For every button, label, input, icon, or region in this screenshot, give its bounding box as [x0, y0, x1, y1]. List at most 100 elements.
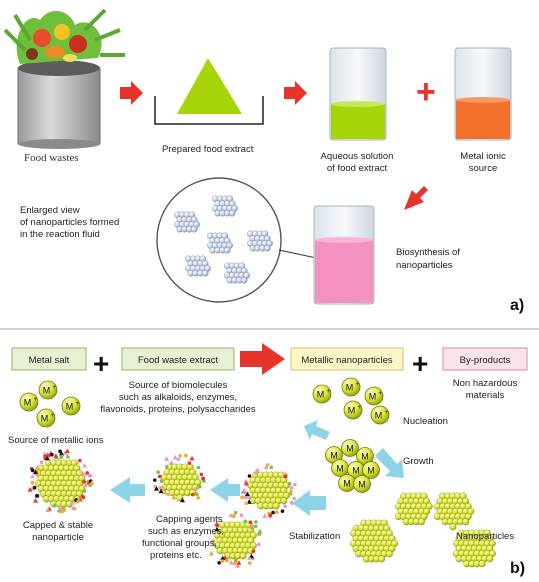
- capping-agent-molecule: [292, 496, 296, 501]
- biomolecules-label-line2: such as alkaloids, enzymes,: [119, 392, 237, 403]
- capping-agent-molecule: [268, 514, 272, 518]
- capping-agent-molecule: [254, 520, 258, 524]
- capping-agent-molecule: [228, 560, 234, 565]
- capping-agent-molecule: [257, 532, 261, 536]
- plus-sign-b1: +: [93, 348, 109, 379]
- metal-atom: M: [338, 474, 356, 492]
- capping-agent-molecule: [243, 519, 248, 524]
- ion-symbol: M: [66, 402, 74, 412]
- metal-ion: M+: [61, 396, 81, 416]
- nanoparticle-cluster: [185, 255, 211, 277]
- capping-agent-molecule: [33, 498, 39, 503]
- arrow-to-nucleation-cluster: [304, 420, 330, 440]
- capping-agent-molecule: [225, 558, 229, 563]
- atom-symbol: M: [367, 466, 375, 476]
- atom-symbol: M: [343, 479, 351, 489]
- nucleation-label: Nucleation: [403, 416, 448, 427]
- capping-agent-molecule: [27, 487, 33, 492]
- aqueous-beaker-illustration: [329, 47, 387, 141]
- capping-agent-molecule: [162, 490, 168, 495]
- nanoparticle-cluster: [174, 211, 200, 233]
- capped-stable-label-line2: nanoparticle: [32, 532, 84, 543]
- atom-symbol: M: [336, 464, 344, 474]
- biosynthesis-label-line2: nanoparticles: [396, 260, 453, 271]
- metal-ion: M+: [364, 386, 384, 406]
- capping-agent-molecule: [239, 513, 244, 517]
- capped-stable-nanoparticle: [27, 448, 95, 514]
- metal-ion: M+: [38, 380, 58, 400]
- ion-charge: +: [327, 389, 331, 395]
- capping-agent-molecule: [152, 478, 157, 482]
- nanoparticles-label: Nanoparticles: [456, 531, 514, 542]
- capping-agent-molecule: [76, 499, 81, 504]
- capping-agent-molecule: [241, 488, 247, 493]
- capping-agent-molecule: [166, 492, 170, 497]
- grown-nanoparticle: [350, 519, 398, 563]
- capping-agent-molecule: [180, 497, 186, 503]
- capped-core: [35, 459, 86, 508]
- metal-ions-nucleation-group: M+M+M+M+M+: [312, 377, 390, 425]
- aqueous-solution-label-line2: of food extract: [327, 163, 388, 174]
- capping-agent-molecule: [289, 486, 294, 490]
- capping-agent-molecule: [88, 474, 93, 478]
- panel-b: Metal salt + Food waste extract Metallic…: [8, 343, 528, 577]
- enlarged-view-circle: [156, 177, 282, 303]
- capping-agent-molecule: [249, 522, 255, 528]
- capping-agent-molecule: [59, 450, 65, 456]
- capping-agent-molecule: [233, 561, 237, 566]
- non-hazardous-label-line2: materials: [466, 390, 505, 401]
- capping-agent-molecule: [243, 495, 248, 499]
- capping-agent-molecule: [32, 485, 37, 490]
- capping-agent-molecule: [196, 465, 201, 470]
- capping-agent-molecule: [82, 482, 88, 487]
- capping-agent-molecule: [220, 559, 225, 563]
- plus-sign-b2: +: [412, 348, 428, 379]
- ion-charge: +: [358, 405, 362, 411]
- ion-charge: +: [34, 397, 38, 403]
- capping-agent-molecule: [71, 506, 76, 511]
- arrow-to-growth: [375, 448, 404, 478]
- capping-agents-label-line2: such as enzymes,: [148, 526, 224, 537]
- by-products-label: By-products: [460, 355, 511, 366]
- grown-nanoparticle: [434, 492, 475, 531]
- enlarged-view-label-line2: of nanoparticles formed: [20, 217, 119, 228]
- ion-symbol: M: [317, 390, 325, 400]
- capping-agent-molecule: [283, 474, 288, 479]
- capping-agent-molecule: [199, 472, 204, 477]
- ion-charge: +: [76, 401, 80, 407]
- metal-atom: M: [331, 459, 349, 477]
- biomolecules-label-line3: flavonoids, proteins, polysaccharides: [100, 404, 256, 415]
- capping-agent-molecule: [82, 489, 87, 493]
- ion-symbol: M: [348, 406, 356, 416]
- capping-agent-molecule: [269, 465, 274, 470]
- capping-agent-molecule: [234, 558, 238, 563]
- capping-agents-label-line3: functional groups,: [142, 538, 217, 549]
- capping-agent-molecule: [89, 480, 95, 485]
- capping-agent-molecule: [274, 509, 280, 514]
- capping-agent-molecule: [53, 503, 57, 508]
- metal-salt-box: [11, 347, 87, 371]
- ion-symbol: M: [346, 383, 354, 393]
- capping-agent-molecule: [244, 491, 250, 497]
- capping-agent-molecule: [247, 561, 252, 565]
- capping-agent-molecule: [176, 457, 181, 462]
- metal-ion: M+: [343, 400, 363, 420]
- grown-nanoparticles: [350, 492, 496, 568]
- capping-agent-molecule: [82, 463, 88, 468]
- metal-source-label: Metal ionic: [460, 151, 506, 162]
- capping-agent-molecule: [58, 506, 62, 511]
- panel-a: Food wastes Prepared food extract Aqueou…: [3, 8, 524, 314]
- capping-agent-molecule: [257, 528, 263, 534]
- capping-agent-molecule: [257, 542, 261, 547]
- capping-agent-molecule: [287, 490, 293, 496]
- metal-ions-group: M+M+M+M+: [19, 380, 81, 428]
- capping-agent-molecule: [271, 510, 275, 515]
- ion-charge: +: [385, 410, 389, 416]
- capping-agent-molecule: [50, 452, 54, 457]
- atom-symbol: M: [330, 451, 338, 461]
- capping-agent-molecule: [30, 480, 35, 485]
- arrow-to-capping: [210, 478, 240, 502]
- metal-atom: M: [353, 475, 371, 493]
- biosynthesis-beaker-illustration: [313, 205, 375, 305]
